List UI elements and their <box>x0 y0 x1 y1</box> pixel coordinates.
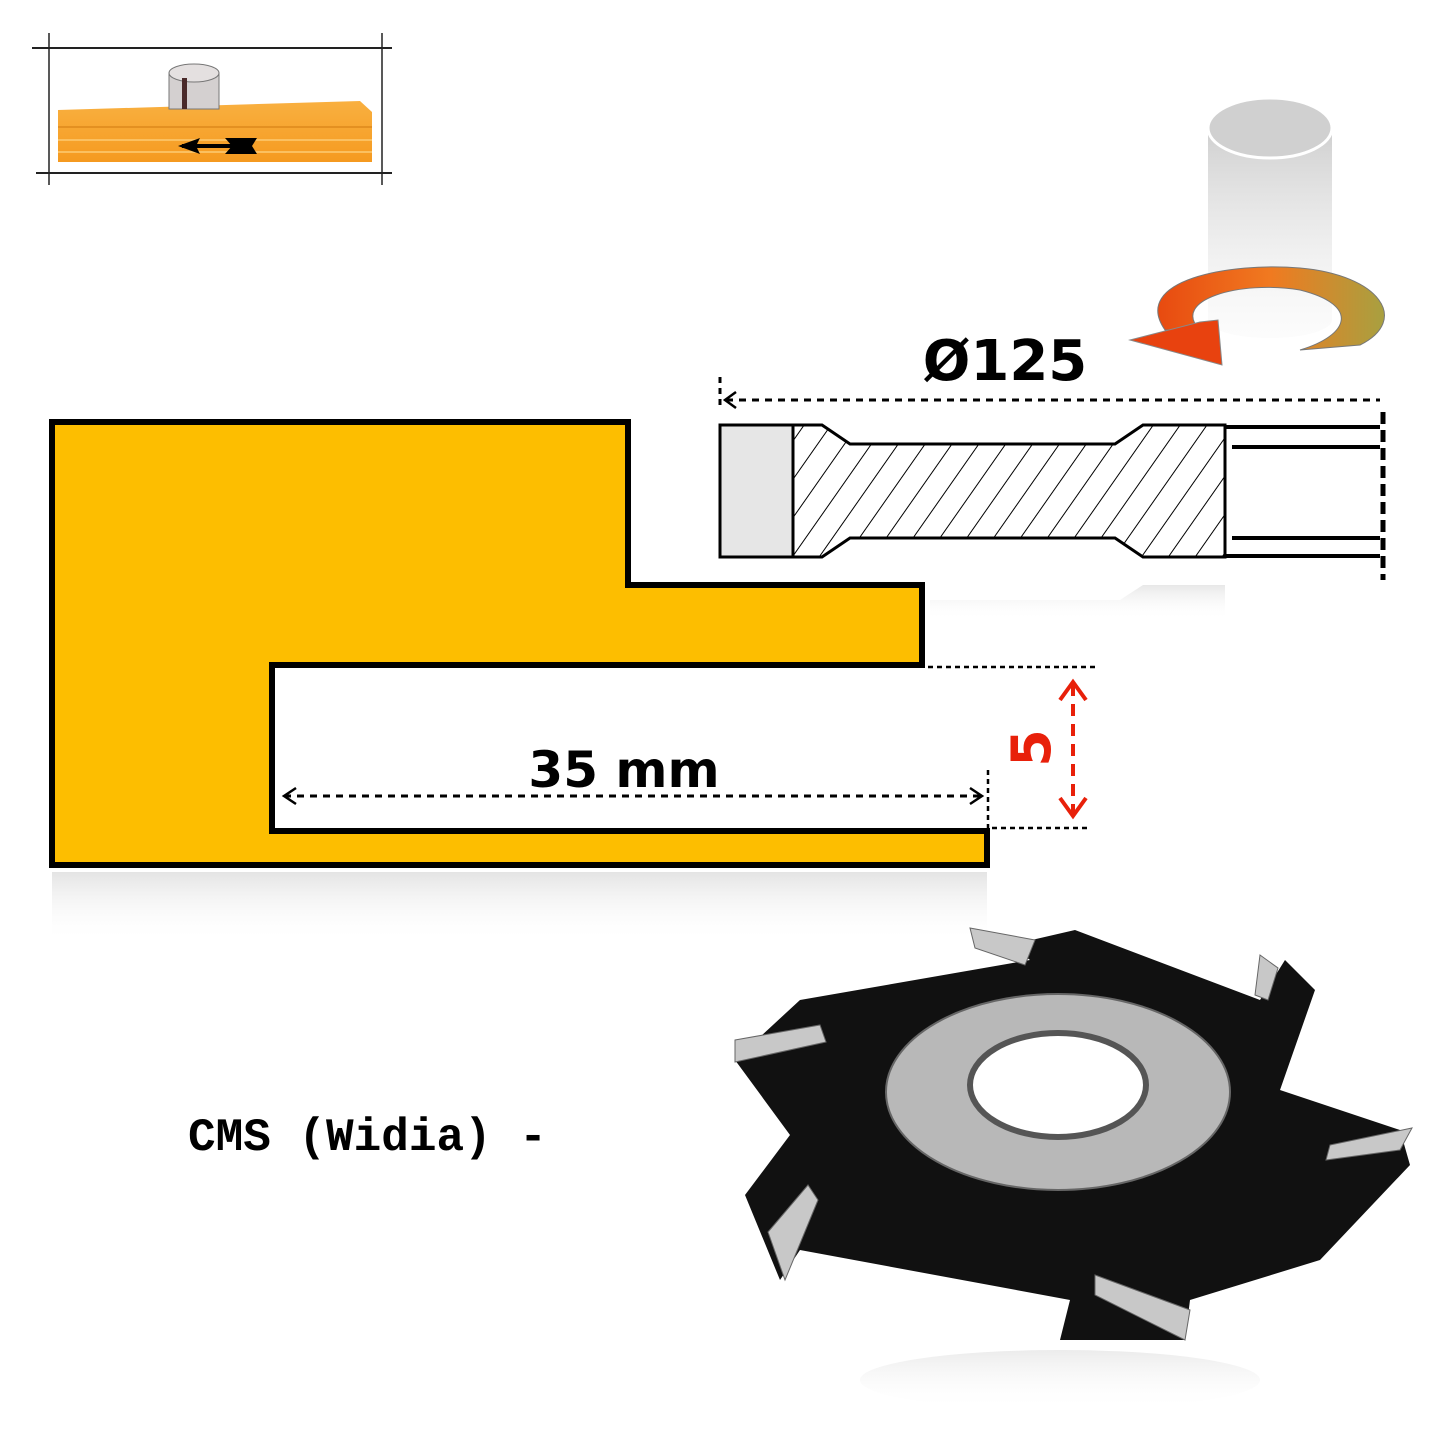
workpiece <box>58 101 372 162</box>
carbide-teeth <box>734 927 1413 1341</box>
cutter-body-section <box>791 423 1227 559</box>
depth-label: 5 <box>1000 729 1063 767</box>
diameter-label: Ø125 <box>923 329 1088 394</box>
material-label: CMS (Widia) - <box>188 1112 547 1164</box>
carbide-insert <box>718 423 795 559</box>
spindle-icon <box>1206 96 1334 338</box>
cutter-bore <box>967 1030 1149 1140</box>
feed-direction-arrow-icon <box>178 138 257 154</box>
rotation-direction-icon <box>1128 266 1385 366</box>
cutter-cross-section <box>718 412 1386 620</box>
usage-illustration <box>32 33 392 185</box>
groove-profile <box>49 419 990 868</box>
width-label: 35 mm <box>528 741 719 799</box>
cutter-photo <box>734 927 1413 1410</box>
spindle-cutter-icon <box>168 63 220 110</box>
profile-reflection <box>52 872 987 942</box>
depth-dimension-line <box>1058 678 1088 820</box>
